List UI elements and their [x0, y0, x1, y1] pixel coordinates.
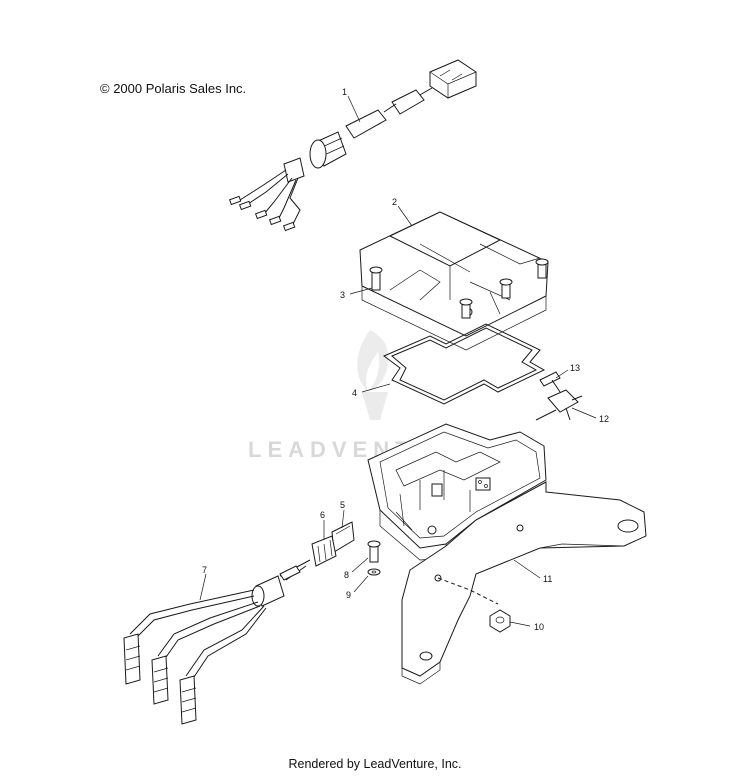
- callout-3: 3: [340, 290, 345, 300]
- callout-1: 1: [342, 87, 347, 97]
- part-11-bracket: [401, 481, 647, 685]
- part-6-terminal-block: [311, 535, 337, 567]
- part-2-cover: [359, 211, 549, 351]
- part-1-harness-connector: [228, 59, 477, 232]
- callout-13: 13: [570, 363, 580, 373]
- callout-8: 8: [344, 570, 349, 580]
- callout-10: 10: [534, 622, 544, 632]
- part-12-tee-fitting: [535, 389, 583, 421]
- part-3-screws: [369, 258, 549, 319]
- footer-credit: Rendered by LeadVenture, Inc.: [288, 757, 462, 771]
- callout-6: 6: [320, 510, 325, 520]
- part-7-harness-leads: [123, 559, 311, 725]
- callouts: 1 2 3 4 5 6 7 8 9 10 11 12 13: [199, 87, 609, 632]
- part-8-screw: [367, 540, 381, 563]
- copyright-text: © 2000 Polaris Sales Inc.: [100, 81, 247, 96]
- callout-11: 11: [543, 574, 552, 584]
- part-5-clamp: [331, 521, 355, 553]
- callout-4: 4: [352, 388, 357, 398]
- callout-12: 12: [599, 414, 609, 424]
- watermark: LEADVENTURE: [248, 330, 473, 462]
- part-9-washer: [367, 568, 381, 576]
- callout-5: 5: [340, 500, 345, 510]
- callout-9: 9: [346, 590, 351, 600]
- callout-7: 7: [202, 565, 207, 575]
- callout-2: 2: [392, 197, 397, 207]
- part-base-box: [367, 423, 547, 561]
- part-13-valve: [539, 371, 561, 393]
- watermark-logo-icon: [357, 330, 389, 420]
- part-4-gasket: [383, 323, 546, 405]
- part-10-nut: [437, 577, 511, 633]
